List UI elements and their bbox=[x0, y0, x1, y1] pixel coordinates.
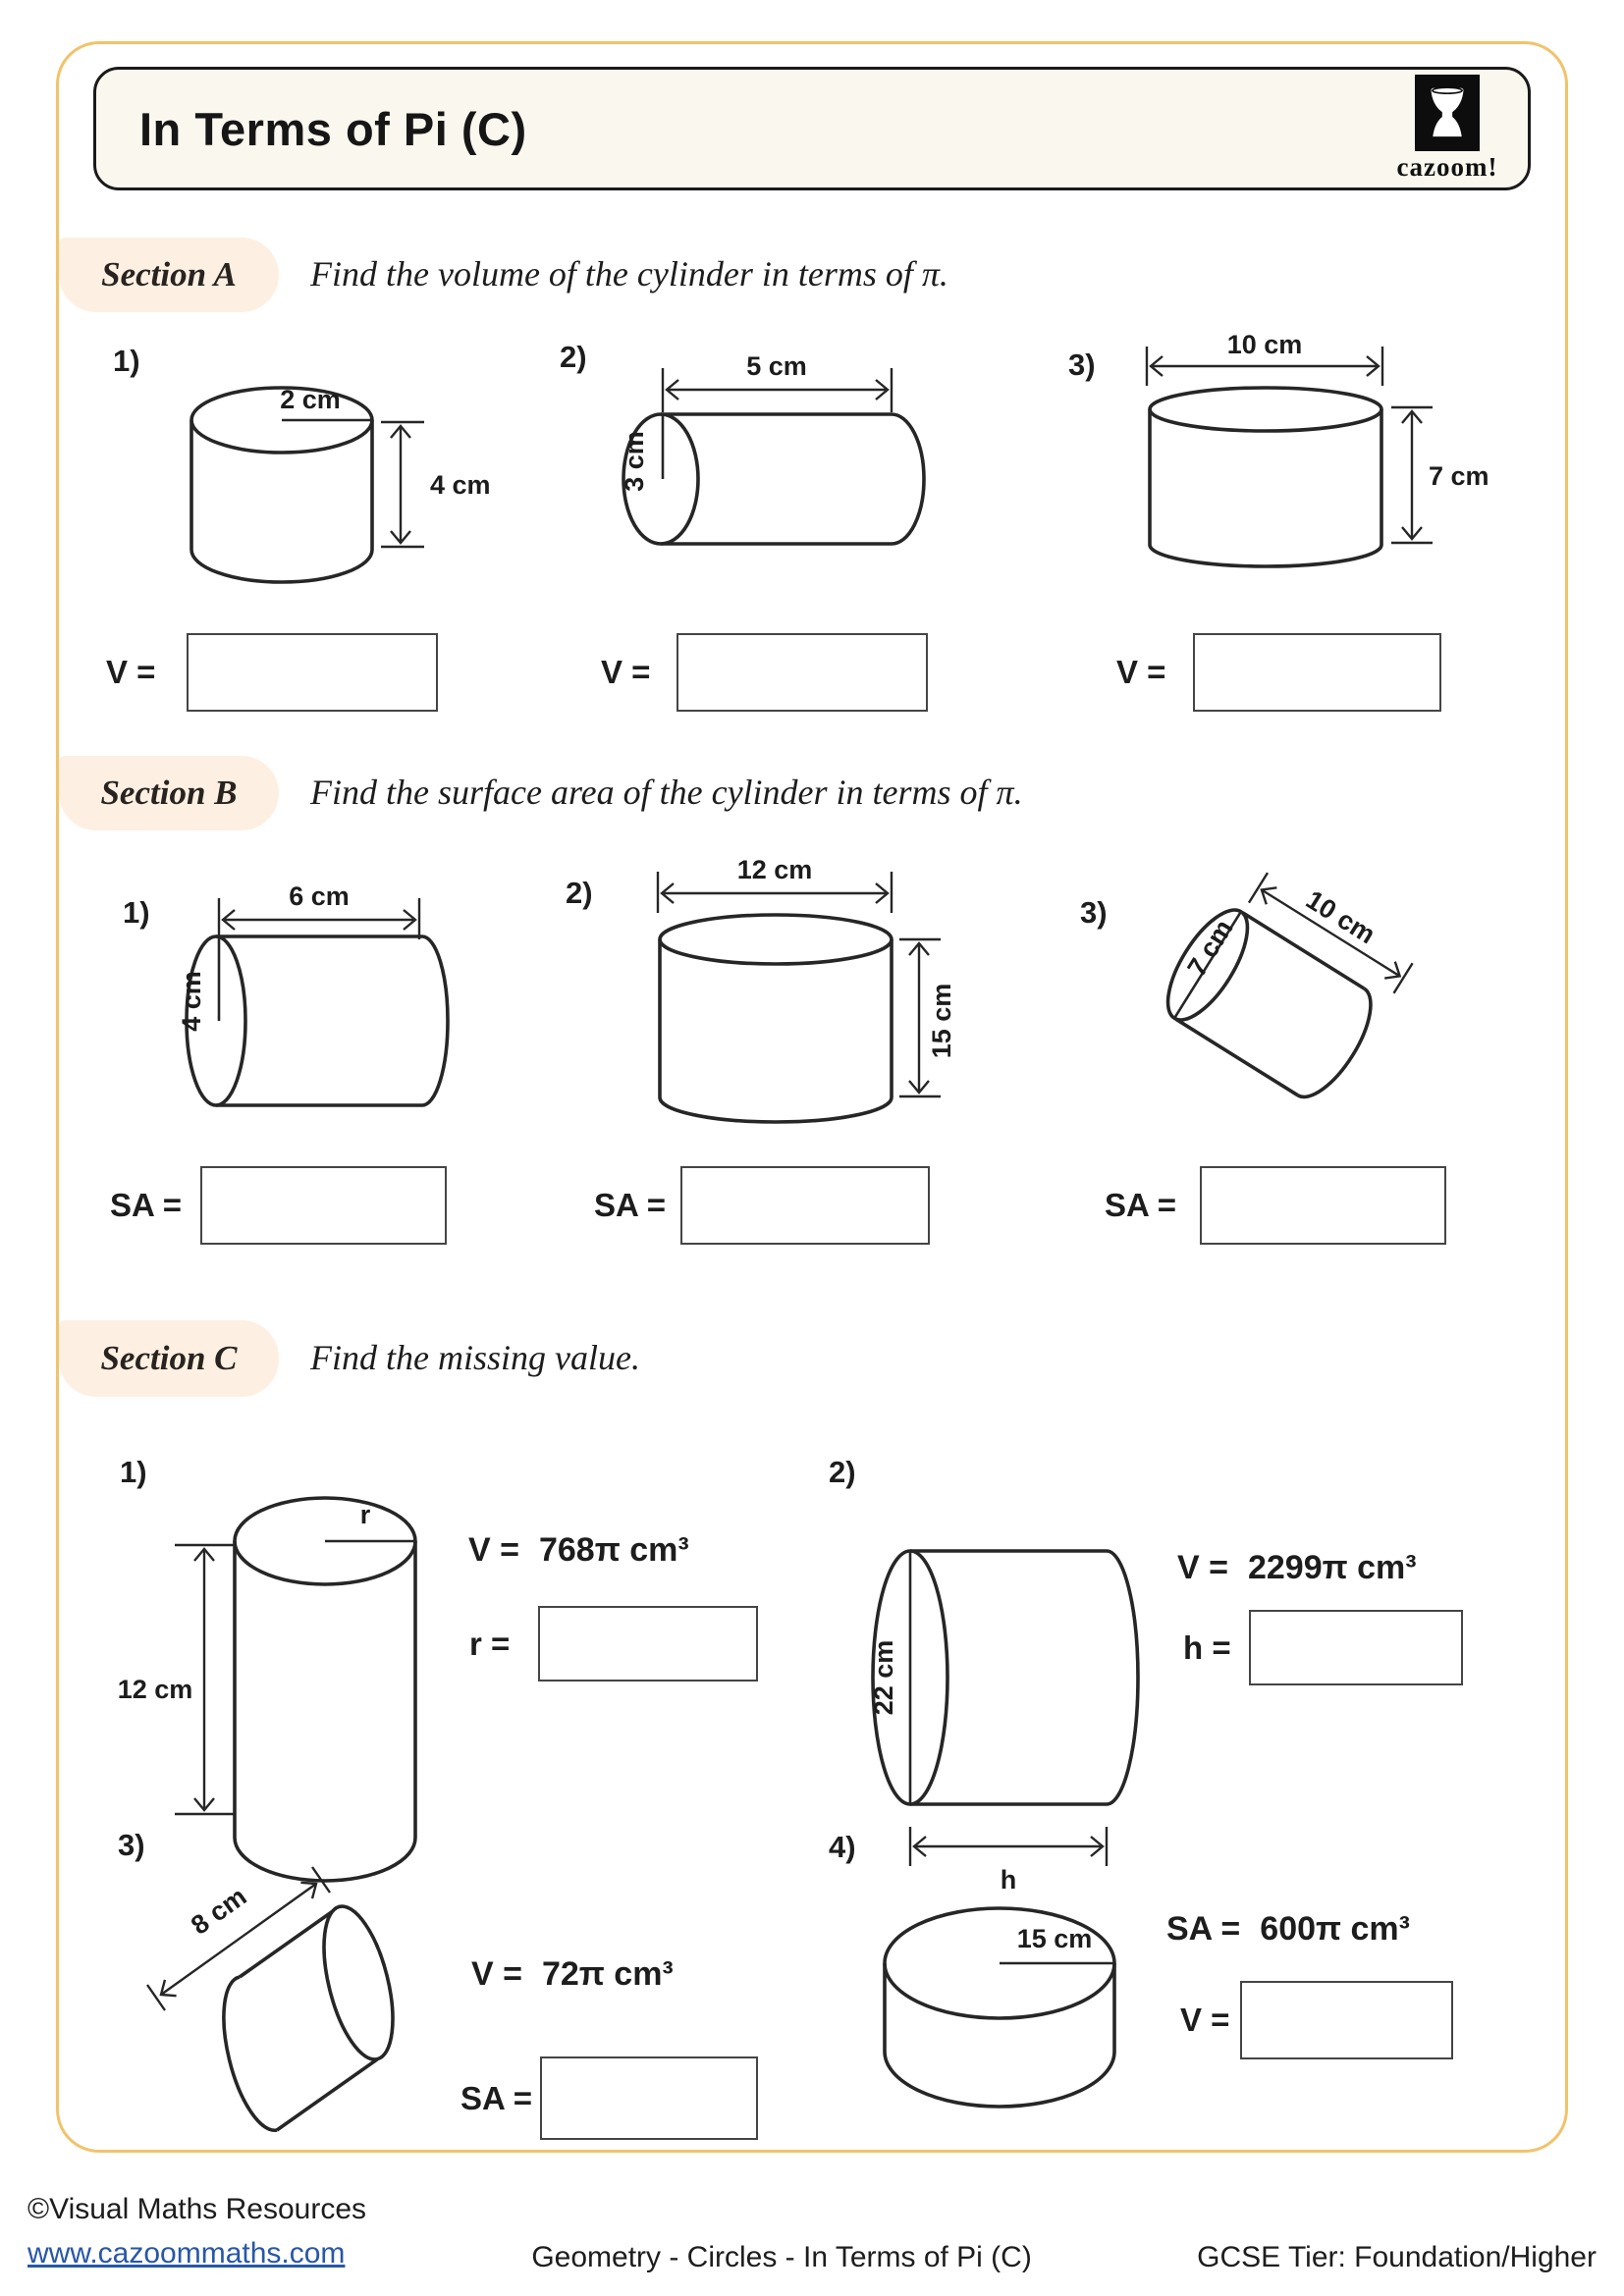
answer-label-c4: V = bbox=[1180, 2002, 1230, 2038]
given-label-c1: V = bbox=[468, 1531, 519, 1569]
footer-tier-text: GCSE Tier: Foundation/Higher bbox=[1197, 2241, 1597, 2273]
problem-number-b3: 3) bbox=[1080, 895, 1108, 930]
c3-length-label: 8 cm bbox=[186, 1882, 252, 1941]
answer-box-b1[interactable] bbox=[200, 1166, 447, 1245]
page-border bbox=[56, 41, 1568, 2153]
logo-text: cazoom! bbox=[1396, 152, 1498, 182]
answer-box-c1[interactable] bbox=[538, 1606, 758, 1682]
a1-height-label: 4 cm bbox=[430, 470, 491, 500]
problem-number-a3: 3) bbox=[1068, 347, 1096, 382]
answer-box-a3[interactable] bbox=[1193, 633, 1441, 712]
c2-length-label: h bbox=[1001, 1865, 1017, 1895]
page-title: In Terms of Pi (C) bbox=[139, 102, 527, 155]
c1-height-label: 12 cm bbox=[118, 1675, 193, 1704]
section-b-label: Section B bbox=[59, 756, 279, 830]
given-value-c2: V = 2299π cm³ bbox=[1177, 1549, 1417, 1587]
cylinder-diagram-a1: 2 cm 4 cm bbox=[189, 385, 491, 584]
cylinder-diagram-c1: r 12 cm bbox=[118, 1496, 417, 1883]
footer-website-link[interactable]: www.cazoommaths.com bbox=[27, 2237, 346, 2269]
cylinder-diagram-c4: 15 cm bbox=[883, 1906, 1116, 2109]
footer-center-text: Geometry - Circles - In Terms of Pi (C) bbox=[531, 2241, 1032, 2273]
problem-number-a1: 1) bbox=[113, 344, 140, 378]
section-c-instruction: Find the missing value. bbox=[310, 1338, 640, 1377]
given-amount-c2: 2299π cm³ bbox=[1247, 1549, 1417, 1586]
section-a-label: Section A bbox=[59, 238, 279, 312]
cylinder-diagram-b2: 12 cm 15 cm bbox=[656, 855, 956, 1124]
problem-number-c3: 3) bbox=[118, 1828, 145, 1862]
cazoom-logo: cazoom! bbox=[1379, 75, 1516, 183]
answer-box-b2[interactable] bbox=[680, 1166, 930, 1245]
a2-length-label: 5 cm bbox=[746, 351, 807, 381]
section-c-label: Section C bbox=[59, 1320, 279, 1397]
c1-radius-label: r bbox=[360, 1500, 371, 1529]
answer-label-c1: r = bbox=[469, 1625, 511, 1662]
cylinder-diagram-a2: 5 cm 3 cm bbox=[620, 351, 926, 546]
given-value-c1: V = 768π cm³ bbox=[468, 1531, 689, 1570]
section-a-instruction: Find the volume of the cylinder in terms… bbox=[310, 254, 948, 294]
answer-label-b1: SA = bbox=[110, 1187, 183, 1223]
given-label-c4: SA = bbox=[1166, 1910, 1241, 1948]
answer-label-b3: SA = bbox=[1105, 1187, 1177, 1223]
answer-box-b3[interactable] bbox=[1200, 1166, 1446, 1245]
cylinder-diagram-b3: 7 cm 10 cm bbox=[1165, 872, 1414, 1099]
c4-radius-label: 15 cm bbox=[1017, 1924, 1093, 1953]
section-b-instruction: Find the surface area of the cylinder in… bbox=[310, 773, 1023, 812]
answer-label-a2: V = bbox=[601, 654, 651, 690]
answer-label-a1: V = bbox=[106, 654, 156, 690]
answer-box-a2[interactable] bbox=[677, 633, 928, 712]
a2-radius-label: 3 cm bbox=[620, 431, 649, 492]
given-amount-c1: 768π cm³ bbox=[538, 1531, 689, 1569]
answer-label-a3: V = bbox=[1116, 654, 1166, 690]
cylinder-diagram-b1: 6 cm 4 cm bbox=[177, 881, 450, 1107]
footer-copyright: ©Visual Maths Resources bbox=[27, 2193, 367, 2225]
drum-icon bbox=[1415, 75, 1480, 151]
answer-label-c2: h = bbox=[1183, 1629, 1231, 1666]
a3-diameter-label: 10 cm bbox=[1227, 330, 1303, 359]
a1-radius-label: 2 cm bbox=[280, 385, 341, 414]
given-label-c3: V = bbox=[471, 1955, 522, 1993]
given-amount-c4: 600π cm³ bbox=[1260, 1910, 1410, 1948]
cylinder-diagram-a3: 10 cm 7 cm bbox=[1145, 330, 1489, 568]
problem-number-a2: 2) bbox=[560, 340, 587, 374]
problem-number-c4: 4) bbox=[829, 1830, 856, 1864]
footer: ©Visual Maths Resources www.cazoommaths.… bbox=[0, 2187, 1624, 2275]
answer-box-c4[interactable] bbox=[1240, 1981, 1453, 2059]
problem-number-b2: 2) bbox=[566, 876, 593, 910]
answer-box-c2[interactable] bbox=[1249, 1610, 1463, 1685]
answer-label-b2: SA = bbox=[594, 1187, 667, 1223]
problem-number-c1: 1) bbox=[120, 1455, 147, 1489]
header-box: In Terms of Pi (C) bbox=[93, 67, 1531, 190]
answer-box-c3[interactable] bbox=[540, 2056, 758, 2140]
problem-number-c2: 2) bbox=[829, 1455, 856, 1489]
cylinder-diagram-c2: 22 cm h bbox=[869, 1549, 1140, 1895]
problem-number-b1: 1) bbox=[123, 895, 150, 930]
answer-box-a1[interactable] bbox=[187, 633, 438, 712]
b1-length-label: 6 cm bbox=[289, 881, 350, 911]
answer-label-c3: SA = bbox=[460, 2079, 533, 2116]
b2-height-label: 15 cm bbox=[927, 984, 956, 1059]
given-value-c4: SA = 600π cm³ bbox=[1166, 1910, 1410, 1949]
a3-height-label: 7 cm bbox=[1429, 461, 1489, 491]
given-amount-c3: 72π cm³ bbox=[541, 1955, 674, 1993]
c2-diameter-label: 22 cm bbox=[869, 1640, 898, 1716]
cylinder-diagram-c3: 8 cm bbox=[146, 1866, 395, 2133]
b1-radius-label: 4 cm bbox=[177, 971, 206, 1032]
b2-diameter-label: 12 cm bbox=[737, 855, 813, 884]
given-label-c2: V = bbox=[1177, 1549, 1228, 1586]
given-value-c3: V = 72π cm³ bbox=[471, 1955, 674, 1994]
